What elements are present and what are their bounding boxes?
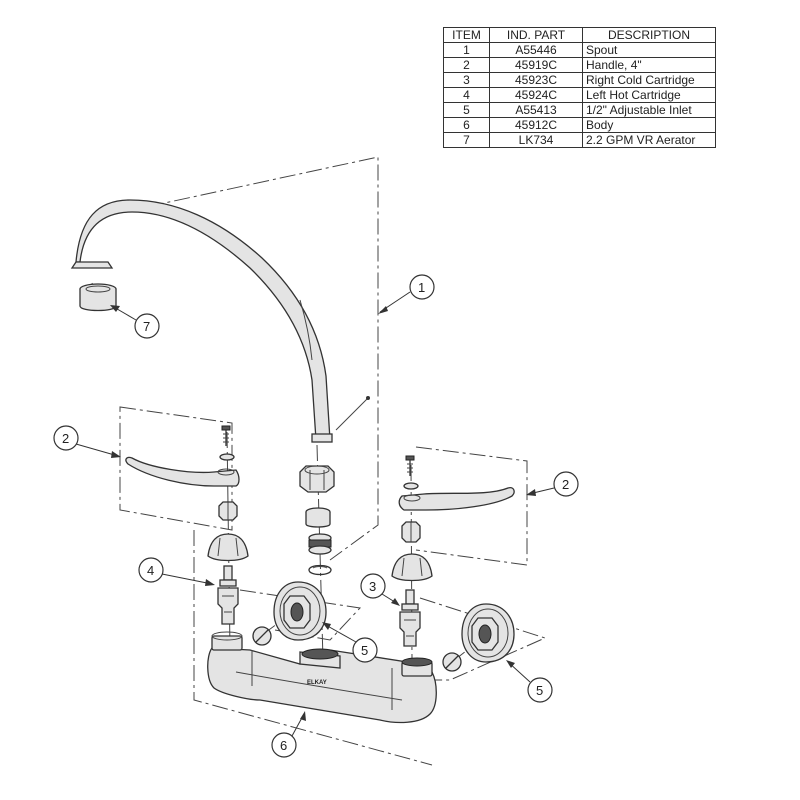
row-description: Left Hot Cartridge	[582, 87, 716, 103]
parts-table: ITEM IND. PART DESCRIPTION 1 A55446 Spou…	[443, 27, 716, 148]
row-description: Handle, 4"	[582, 57, 716, 73]
svg-text:6: 6	[280, 738, 287, 753]
left-inlet-washer	[252, 626, 272, 646]
callout-cartridge-right: 3	[360, 573, 400, 606]
svg-text:1: 1	[418, 280, 425, 295]
svg-text:3: 3	[369, 579, 376, 594]
spout-sleeve	[305, 507, 331, 528]
table-row: 5 A55413 1/2" Adjustable Inlet	[443, 102, 716, 118]
table-row: 7 LK734 2.2 GPM VR Aerator	[443, 132, 716, 148]
spout-o-ring-stack	[308, 533, 332, 555]
row-part: LK734	[489, 132, 583, 148]
faucet-body: ELKAY	[207, 631, 437, 724]
left-bonnet-nut	[218, 501, 238, 521]
row-part: 45912C	[489, 117, 583, 133]
callout-spout: 1	[378, 274, 435, 314]
svg-text:2: 2	[562, 477, 569, 492]
left-handle-zone-outline	[119, 406, 233, 531]
callout-inlet-left: 5	[322, 622, 378, 663]
right-handle-zone-outline	[415, 446, 528, 566]
right-handle	[398, 486, 515, 511]
callout-body: 6	[271, 711, 306, 758]
table-row: 2 45919C Handle, 4"	[443, 57, 716, 73]
left-hot-cartridge	[217, 565, 239, 625]
left-handle	[125, 456, 240, 487]
left-adjustable-inlet	[273, 581, 327, 641]
callout-aerator: 7	[110, 305, 160, 339]
spout-zone-outline	[94, 156, 379, 561]
svg-text:4: 4	[147, 563, 154, 578]
table-row: 6 45912C Body	[443, 117, 716, 133]
right-handle-screw	[403, 455, 419, 490]
spout	[70, 199, 370, 443]
aerator	[79, 283, 117, 312]
right-bonnet-nut	[401, 521, 421, 543]
left-handle-screw	[219, 425, 235, 461]
callout-handle-right: 2	[526, 471, 579, 497]
right-adjustable-inlet	[461, 603, 515, 663]
left-escutcheon	[207, 533, 249, 562]
callout-handle-left: 2	[53, 425, 121, 458]
svg-text:5: 5	[536, 683, 543, 698]
svg-text:7: 7	[143, 319, 150, 334]
svg-text:5: 5	[361, 643, 368, 658]
body-brand-text: ELKAY	[307, 680, 327, 686]
callout-inlet-right: 5	[506, 660, 553, 703]
right-cold-cartridge	[399, 589, 421, 647]
spout-coupling-nut	[299, 465, 335, 493]
right-escutcheon	[391, 553, 433, 582]
svg-text:2: 2	[62, 431, 69, 446]
row-description: 2.2 GPM VR Aerator	[582, 132, 716, 148]
table-row: 3 45923C Right Cold Cartridge	[443, 72, 716, 88]
right-inlet-washer	[442, 652, 462, 672]
callout-cartridge-left: 4	[138, 557, 215, 586]
spout-retaining-clip	[308, 564, 332, 576]
row-description: 1/2" Adjustable Inlet	[582, 102, 716, 118]
